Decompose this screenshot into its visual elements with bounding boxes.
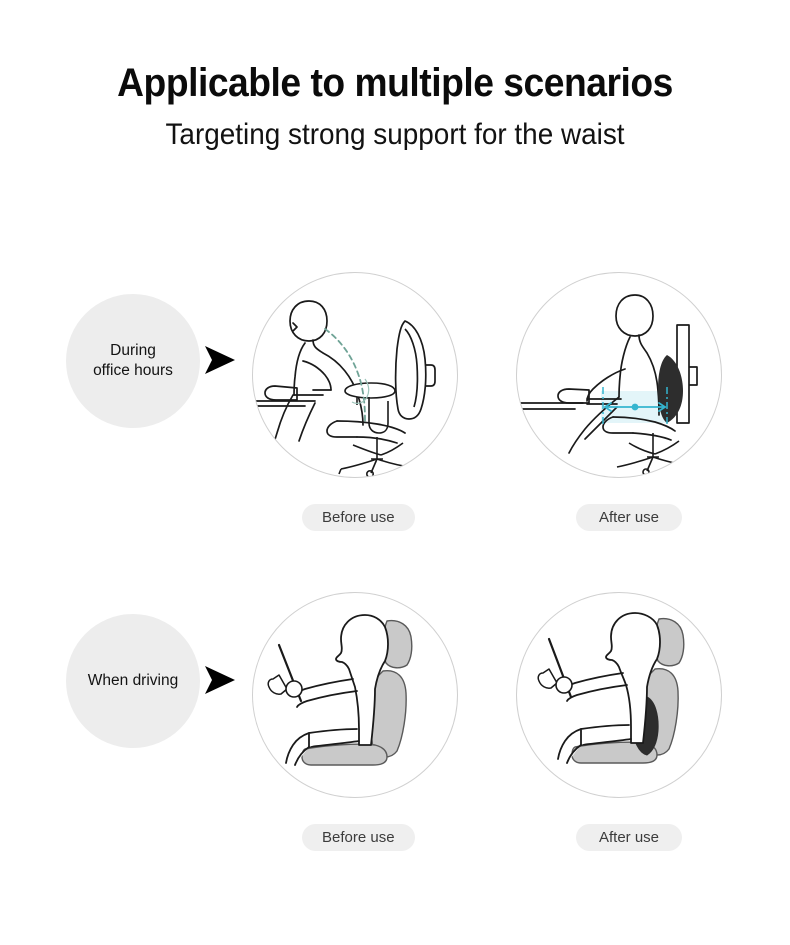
caption-after-use: After use [576,824,682,851]
illustration-driving-before [252,592,458,798]
lumbar-cushion [658,355,683,423]
scenario-row-office: During office hours [0,272,790,574]
scenario-label-when-driving: When driving [66,614,200,748]
page-subtitle: Targeting strong support for the waist [165,118,625,151]
illustration-disc [516,272,722,478]
scenario-label-text: During office hours [93,341,173,379]
caption-text: Before use [322,829,395,846]
illustration-driving-after [516,592,722,798]
illustration-disc [252,592,458,798]
scenario-label-during-office-hours: During office hours [66,294,200,428]
header: Applicable to multiple scenarios Targeti… [0,0,790,151]
caption-before-use: Before use [302,824,415,851]
scenario-label-text: When driving [87,671,179,689]
illustration-office-before [252,272,458,478]
caption-before-use: Before use [302,504,415,531]
scenario-rows: During office hours [0,272,790,894]
page-title: Applicable to multiple scenarios [117,61,673,105]
seat-cushion [301,743,388,766]
caption-after-use: After use [576,504,682,531]
scenario-row-driving: When driving [0,592,790,894]
illustration-disc [516,592,722,798]
arrow-right-icon [203,344,237,376]
arrow-right-icon [203,664,237,696]
illustration-office-after [516,272,722,478]
illustration-disc [252,272,458,478]
caption-text: Before use [322,509,395,526]
caption-text: After use [598,509,660,526]
caption-text: After use [598,829,660,846]
